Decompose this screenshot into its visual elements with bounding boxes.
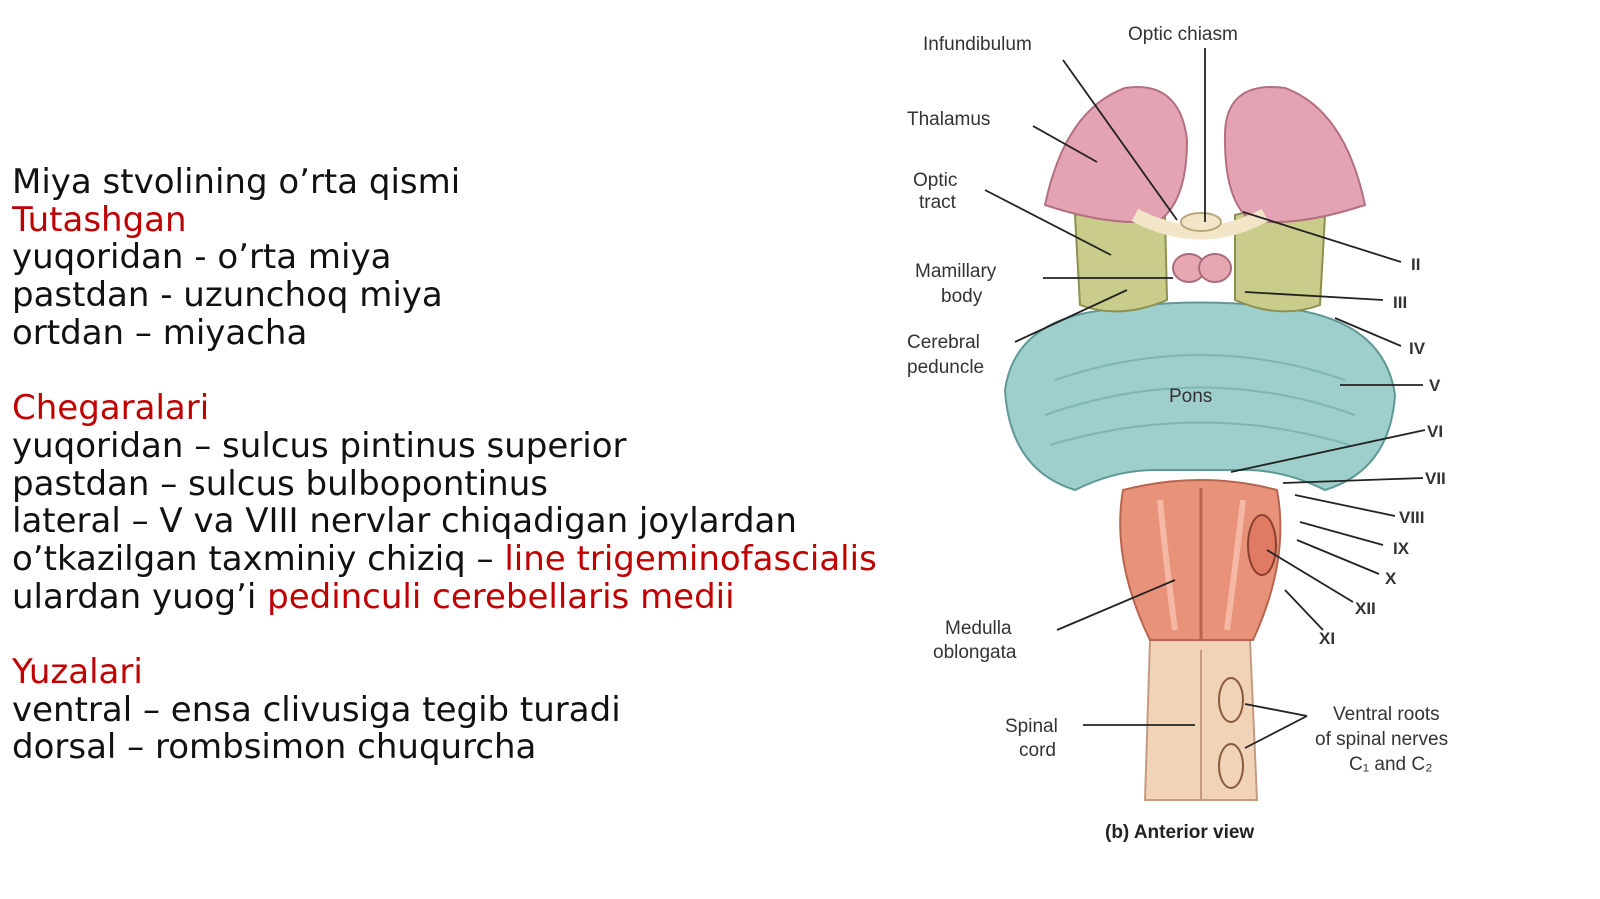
line-ped-text: ulardan yuog’i <box>12 576 268 617</box>
pons-striation <box>1044 386 1356 416</box>
label-nerve-xii: XII <box>1355 599 1376 618</box>
term-trigeminofascialis: line trigeminofascialis <box>504 538 877 579</box>
label-nerve-v: V <box>1429 376 1441 395</box>
spacer <box>12 616 872 654</box>
label-medulla-2: oblongata <box>933 642 1017 663</box>
spacer <box>12 352 872 390</box>
root-c2-ring <box>1218 743 1244 789</box>
label-nerve-x: X <box>1385 569 1397 588</box>
label-ventral-roots-3: C₁ and C₂ <box>1349 754 1433 775</box>
optic-chiasm-shape <box>1180 212 1222 232</box>
label-nerve-ii: II <box>1411 255 1420 274</box>
leader-medulla <box>1056 579 1176 631</box>
pyramid-right <box>1224 499 1246 631</box>
leader-ventral-root-1 <box>1244 703 1308 717</box>
brainstem-figure: Infundibulum Optic chiasm Thalamus Optic… <box>905 0 1600 899</box>
heading-chegaralari: Chegaralari <box>12 388 210 429</box>
pons-striation <box>1054 354 1346 381</box>
brainstem-diagram: Infundibulum Optic chiasm Thalamus Optic… <box>907 24 1448 843</box>
line-border-lateral: lateral – V va VIII nervlar chiqadigan j… <box>12 501 797 542</box>
label-nerve-xi: XI <box>1319 629 1335 648</box>
label-ventral-roots-2: of spinal nerves <box>1315 729 1448 750</box>
label-thalamus: Thalamus <box>907 109 990 130</box>
leader-nerve-ix <box>1299 521 1384 546</box>
label-optic-tract-2: tract <box>919 192 957 213</box>
leader-nerve-ii <box>1242 211 1402 263</box>
label-ventral-roots-1: Ventral roots <box>1333 704 1440 725</box>
line-pedinculi: ulardan yuog’i pedinculi cerebellaris me… <box>12 576 872 617</box>
pons-striation <box>1049 421 1351 446</box>
text-block: Miya stvolining o’rta qismi Tutashgan yu… <box>12 162 877 768</box>
leader-ventral-root-2 <box>1244 715 1308 749</box>
leader-infundibulum <box>1062 59 1178 221</box>
line-ortdan: ortdan – miyacha <box>12 312 308 353</box>
label-nerve-ix: IX <box>1393 539 1410 558</box>
label-infundibulum: Infundibulum <box>923 34 1032 55</box>
label-peduncle-2: peduncle <box>907 357 984 378</box>
line-yuqoridan: yuqoridan - o’rta miya <box>12 237 392 278</box>
leader-optic-tract <box>984 189 1112 256</box>
label-spinal-2: cord <box>1019 740 1056 761</box>
root-c1-ring <box>1218 677 1244 723</box>
leader-nerve-vii <box>1282 477 1424 484</box>
heading-tutashgan: Tutashgan <box>12 199 187 240</box>
leader-nerve-iv <box>1334 317 1402 347</box>
optic-tract-shape <box>1131 208 1269 240</box>
label-nerve-viii: VIII <box>1399 508 1425 527</box>
label-nerve-vi: VI <box>1427 422 1443 441</box>
line-intro: Miya stvolining o’rta qismi <box>12 162 461 202</box>
thalamus-left <box>1043 86 1189 224</box>
leader-nerve-xi <box>1284 589 1324 631</box>
heading-yuzalari: Yuzalari <box>12 651 143 692</box>
leader-nerve-vi <box>1230 429 1426 473</box>
leader-thalamus <box>1032 125 1098 163</box>
leader-nerve-iii <box>1244 291 1384 301</box>
leader-nerve-viii <box>1294 494 1396 517</box>
label-optic-tract-1: Optic <box>913 170 957 191</box>
olive-right <box>1247 514 1277 576</box>
line-ventral: ventral – ensa clivusiga tegib turadi <box>12 689 621 730</box>
leader-peduncle <box>1014 289 1128 343</box>
label-mamillary-1: Mamillary <box>915 261 997 282</box>
leader-nerve-x <box>1296 539 1380 575</box>
label-nerve-iv: IV <box>1409 339 1426 358</box>
line-trigeminofascialis: o’tkazilgan taxminiy chiziq – line trige… <box>12 538 877 579</box>
term-pedinculi: pedinculi cerebellaris medii <box>267 576 735 617</box>
label-nerve-iii: III <box>1393 293 1407 312</box>
label-nerve-vii: VII <box>1425 469 1446 488</box>
leader-nerve-xii <box>1266 549 1354 603</box>
label-peduncle-1: Cerebral <box>907 332 980 353</box>
label-mamillary-2: body <box>941 286 983 307</box>
line-border-top: yuqoridan – sulcus pintinus superior <box>12 425 627 466</box>
line-border-bottom: pastdan – sulcus bulbopontinus <box>12 463 548 504</box>
line-dorsal: dorsal – rombsimon chuqurcha <box>12 727 537 768</box>
pyramid-left <box>1157 499 1178 631</box>
line-trig-text: o’tkazilgan taxminiy chiziq – <box>12 538 505 579</box>
thalamus-right <box>1223 86 1367 224</box>
line-pastdan: pastdan - uzunchoq miya <box>12 275 443 316</box>
label-pons: Pons <box>1169 386 1212 407</box>
mamillary-right <box>1198 253 1232 283</box>
figure-caption: (b) Anterior view <box>1105 822 1254 843</box>
label-medulla-1: Medulla <box>945 618 1012 639</box>
label-optic-chiasm: Optic chiasm <box>1128 24 1238 45</box>
label-spinal-1: Spinal <box>1005 716 1058 737</box>
